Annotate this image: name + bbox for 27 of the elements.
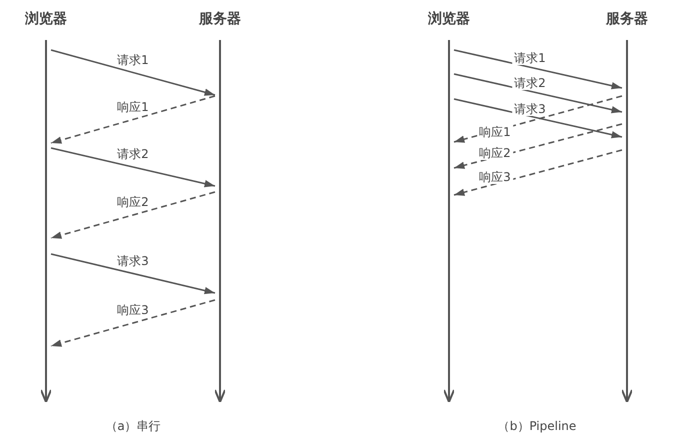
edge-label: 请求3 [512, 102, 548, 116]
edge-label: 响应3 [477, 170, 513, 184]
edge-label: 请求2 [512, 76, 548, 90]
dashed-arrow [50, 191, 216, 239]
dashed-arrow [454, 149, 622, 196]
edge-label: 响应3 [115, 303, 151, 317]
edge-label: 请求2 [115, 147, 151, 161]
edge-label: 请求1 [115, 52, 151, 66]
lifeline-label: 浏览器 [25, 10, 67, 28]
arrow [50, 49, 216, 96]
lifeline-label: 浏览器 [428, 10, 470, 28]
figure-caption: （b）Pipeline [498, 418, 576, 435]
edge-label: 响应1 [477, 125, 513, 139]
arrow [50, 147, 216, 188]
arrow [454, 73, 622, 114]
edge-label: 响应2 [115, 195, 151, 209]
dashed-arrow [50, 299, 216, 347]
dashed-arrow [50, 95, 216, 144]
lifeline-label: 服务器 [606, 10, 648, 28]
figure-caption: （a）串行 [105, 418, 161, 435]
arrow [50, 253, 216, 294]
edge-label: 响应1 [115, 100, 151, 114]
arrow [454, 49, 622, 90]
edge-label: 响应2 [477, 146, 513, 160]
edge-label: 请求3 [115, 254, 151, 268]
edge-label: 请求1 [512, 51, 548, 65]
lifeline-label: 服务器 [199, 10, 241, 28]
